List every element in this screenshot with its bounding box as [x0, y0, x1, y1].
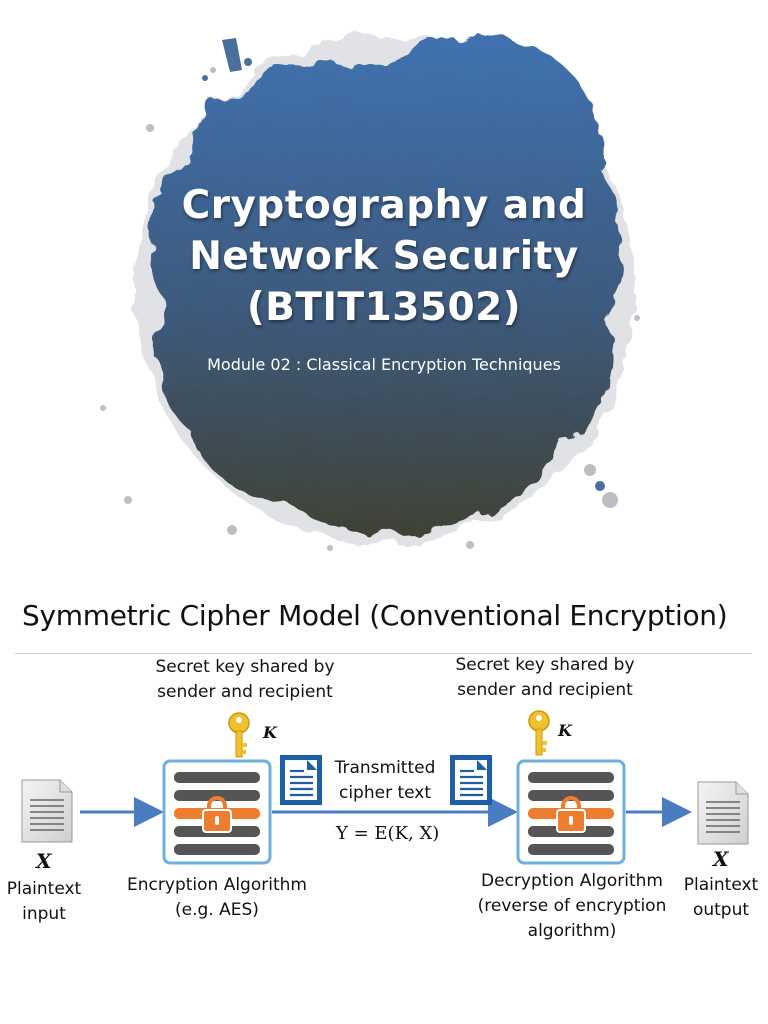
- encryption-label-line-2: (e.g. AES): [175, 900, 259, 920]
- slide-title: Symmetric Cipher Model (Conventional Enc…: [22, 599, 728, 632]
- encryption-formula: Y = E(K, X): [336, 823, 440, 844]
- output-label-line-2: output: [692, 900, 750, 920]
- key-symbol-right: K: [558, 721, 572, 740]
- paint-splash-background: [100, 32, 640, 551]
- transmitted-label: Transmitted cipher text: [320, 756, 450, 806]
- cipher-model-slide: Symmetric Cipher Model (Conventional Enc…: [0, 575, 768, 1024]
- title-line-1: Cryptography and: [181, 183, 587, 228]
- key-label-right-line-2: sender and recipient: [457, 680, 633, 700]
- title-line-3: (BTIT13502): [246, 285, 522, 330]
- input-label-line-2: input: [22, 904, 66, 924]
- plaintext-input-label: Plaintext input: [0, 877, 88, 927]
- plaintext-output-label: Plaintext output: [677, 873, 765, 923]
- output-label-line-1: Plaintext: [683, 875, 759, 895]
- document-icon: [280, 755, 322, 805]
- decryption-label-line-2: (reverse of encryption: [477, 896, 667, 916]
- cipher-diagram: [21, 710, 749, 865]
- decryption-label-line-1: Decryption Algorithm: [481, 871, 663, 891]
- encryption-label-line-1: Encryption Algorithm: [127, 875, 307, 895]
- key-icon: [528, 710, 550, 756]
- lock-icon: [202, 796, 232, 833]
- encryption-box-icon: [162, 759, 272, 865]
- decryption-label-line-3: algorithm): [527, 921, 617, 941]
- title-divider: [15, 653, 752, 654]
- key-icon: [228, 712, 250, 758]
- decryption-algorithm-label: Decryption Algorithm (reverse of encrypt…: [462, 869, 682, 944]
- lock-icon: [556, 796, 586, 833]
- key-label-right-line-1: Secret key shared by: [455, 655, 635, 675]
- transmitted-line-1: Transmitted: [334, 758, 436, 778]
- document-icon: [697, 781, 749, 845]
- document-icon: [21, 779, 73, 843]
- transmitted-line-2: cipher text: [338, 783, 432, 803]
- title-line-2: Network Security: [189, 234, 579, 279]
- deck-subtitle: Module 02 : Classical Encryption Techniq…: [207, 355, 561, 374]
- deck-title: Cryptography and Network Security (BTIT1…: [150, 180, 618, 333]
- key-label-left-line-1: Secret key shared by: [155, 657, 335, 677]
- decryption-box-icon: [516, 759, 626, 865]
- key-symbol-left: K: [263, 723, 277, 742]
- key-label-left: Secret key shared by sender and recipien…: [140, 655, 350, 705]
- encryption-algorithm-label: Encryption Algorithm (e.g. AES): [112, 873, 322, 923]
- output-symbol: X: [713, 847, 729, 871]
- title-slide: Cryptography and Network Security (BTIT1…: [100, 32, 640, 551]
- input-label-line-1: Plaintext: [6, 879, 82, 899]
- key-label-left-line-2: sender and recipient: [157, 682, 333, 702]
- input-symbol: X: [36, 849, 52, 873]
- key-label-right: Secret key shared by sender and recipien…: [440, 653, 650, 703]
- document-icon: [450, 755, 492, 805]
